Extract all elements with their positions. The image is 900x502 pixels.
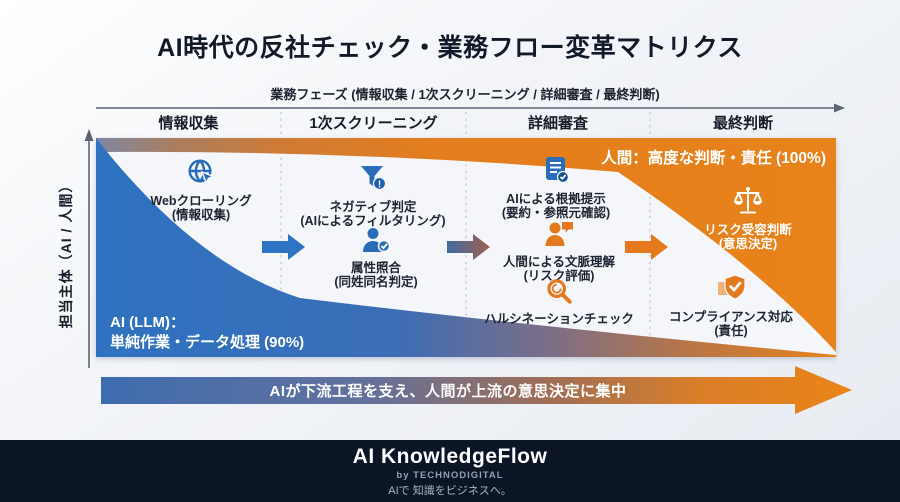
globe-cursor-icon xyxy=(186,157,216,191)
node-subtitle: (情報収集) xyxy=(171,208,231,222)
node-title: ネガティブ判定 xyxy=(329,199,417,214)
human-region-label: 人間：高度な判断・責任 (100%) xyxy=(601,150,826,167)
actor-axis-arrowhead-icon xyxy=(84,129,94,141)
node-title: 人間による文脈理解 xyxy=(502,254,616,269)
shield-check-icon xyxy=(715,273,747,307)
funnel-alert-icon: ! xyxy=(358,163,388,197)
actor-axis-label: 担当主体（AI / 人間） xyxy=(58,177,74,329)
document-ai-icon xyxy=(541,155,571,189)
magnifier-icon xyxy=(545,277,573,309)
node-subtitle: (AIによるフィルタリング) xyxy=(300,214,446,228)
ai-region-wedge xyxy=(96,138,836,357)
node-ai-evidence: AIによる根拠提示 (要約・参照元確認) xyxy=(476,155,636,221)
bottom-summary-arrow xyxy=(101,366,852,414)
node-subtitle: (要約・参照元確認) xyxy=(501,206,611,220)
node-human-context: 人間による文脈理解 (リスク評価) xyxy=(469,220,649,284)
node-subtitle: (リスク評価) xyxy=(523,269,595,283)
node-title: AIによる根拠提示 xyxy=(506,191,606,206)
phase-axis-arrowhead-icon xyxy=(834,103,845,113)
node-compliance: コンプライアンス対応 (責任) xyxy=(641,273,821,339)
node-attribute-match: 属性照合 (同姓同名判定) xyxy=(296,226,456,290)
column-header-review: 詳細審査 xyxy=(527,115,588,132)
ai-region-label-line1: AI (LLM)： xyxy=(110,314,185,331)
node-title: ハルシネーションチェック xyxy=(484,311,634,326)
flow-arrow-2-icon xyxy=(447,234,490,260)
flow-arrow-3-icon xyxy=(625,234,668,260)
svg-text:!: ! xyxy=(378,179,381,190)
phase-axis-label: 業務フェーズ (情報収集 / 1次スクリーニング / 詳細審査 / 最終判断) xyxy=(270,87,660,102)
node-title: リスク受容判断 xyxy=(704,222,792,237)
node-title: コンプライアンス対応 xyxy=(669,309,793,324)
node-subtitle: (同姓同名判定) xyxy=(334,275,418,289)
node-title: Webクローリング xyxy=(150,193,252,208)
node-risk-acceptance: リスク受容判断 (意思決定) xyxy=(668,186,828,252)
footer-byline: by TECHNODIGITAL xyxy=(396,469,504,481)
column-header-info: 情報収集 xyxy=(158,115,219,132)
node-hallucination-check: ハルシネーションチェック xyxy=(459,277,659,326)
person-check-icon xyxy=(361,226,391,258)
footer-brand: AI KnowledgeFlow xyxy=(352,444,548,468)
human-region-wedge xyxy=(96,138,836,352)
scales-icon xyxy=(732,186,764,220)
footer: AI KnowledgeFlow by TECHNODIGITAL AIで 知識… xyxy=(0,440,900,502)
ai-region-label-line2: 単純作業・データ処理 (90%) xyxy=(110,333,305,351)
page-title: AI時代の反社チェック・業務フロー変革マトリクス xyxy=(157,34,743,62)
node-negative-check: ! ネガティブ判定 (AIによるフィルタリング) xyxy=(283,163,463,229)
node-subtitle: (意思決定) xyxy=(718,237,778,251)
node-title: 属性照合 xyxy=(350,260,401,275)
column-header-screening: 1次スクリーニング xyxy=(309,115,438,132)
bottom-summary-label: AIが下流工程を支え、人間が上流の意思決定に集中 xyxy=(269,383,627,400)
column-header-decision: 最終判断 xyxy=(712,115,773,132)
flow-arrow-1-icon xyxy=(262,234,305,260)
node-web-crawling: Webクローリング (情報収集) xyxy=(121,157,281,223)
person-chat-icon xyxy=(544,220,574,252)
node-subtitle: (責任) xyxy=(714,324,748,338)
ai-region-label: AI (LLM)： 単純作業・データ処理 (90%) xyxy=(110,313,304,352)
footer-tagline: AIで 知識をビジネスへ。 xyxy=(388,484,512,497)
